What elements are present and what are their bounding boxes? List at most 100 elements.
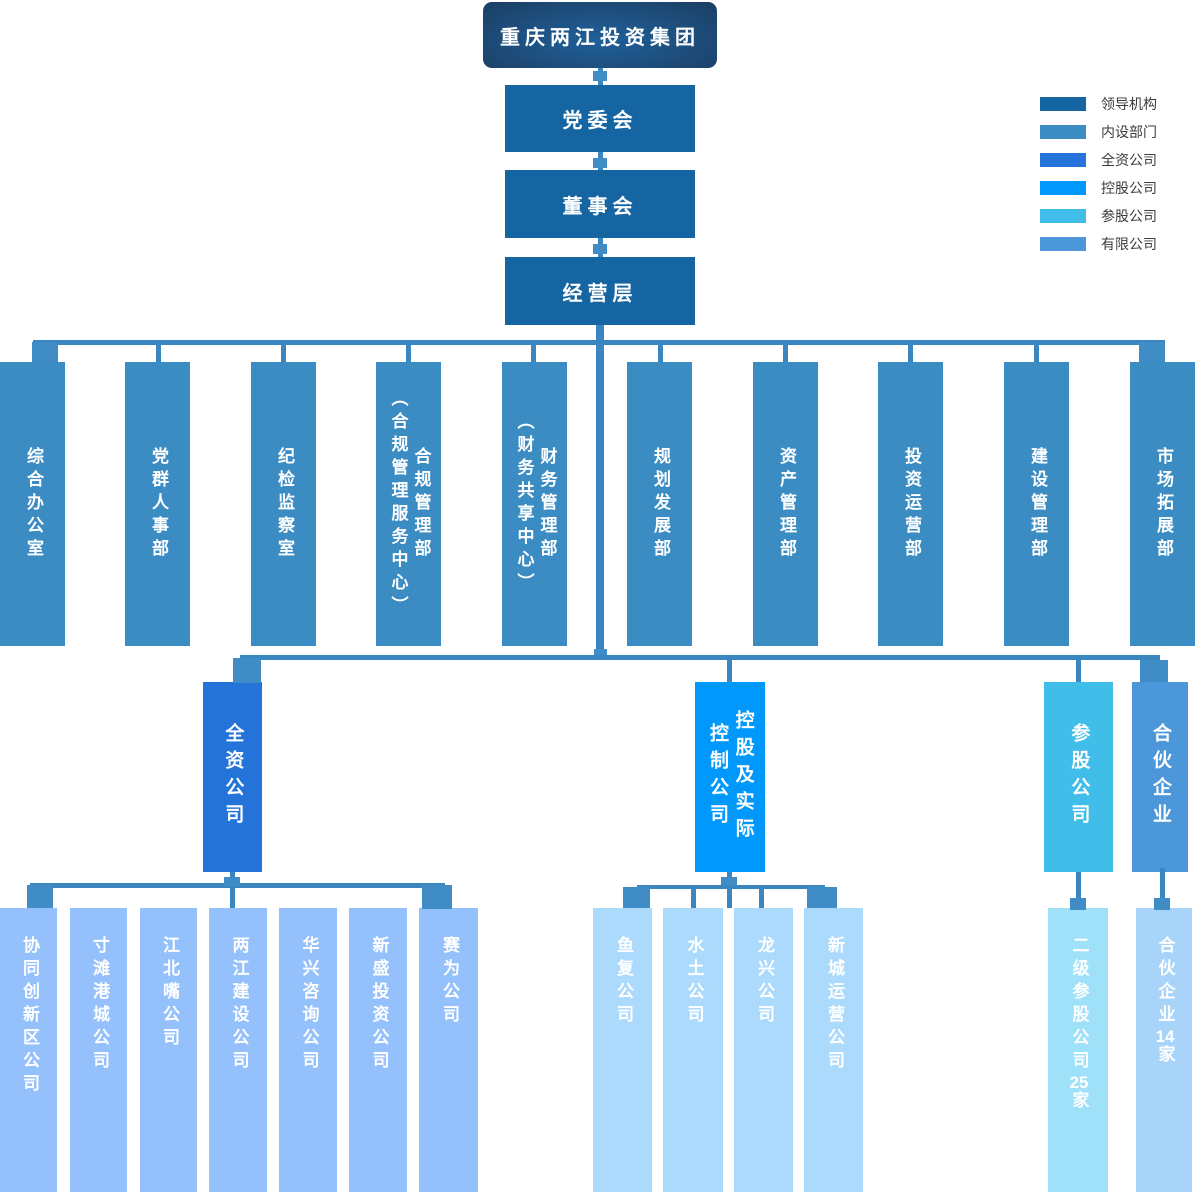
legend-label: 全资公司 [1101, 152, 1157, 168]
org-node-party-committee: 党委会 [505, 85, 695, 152]
connector-line [727, 872, 732, 880]
connector-line [727, 887, 732, 908]
connector-elbow [623, 887, 650, 908]
org-node-liangjiang-construction: 两江建设公司 [209, 908, 267, 1192]
legend-label: 有限公司 [1101, 236, 1157, 252]
connector-elbow [1139, 342, 1165, 362]
connector-line [230, 888, 235, 908]
org-node-holding: 控股及实际 控制公司 [695, 682, 765, 872]
org-node-label: 投资运营部 [901, 446, 921, 562]
connector-line [240, 655, 1160, 660]
org-node-label: 党委会 [562, 110, 638, 132]
connector-junction [224, 877, 240, 887]
org-node-root: 重庆两江投资集团 [483, 2, 717, 68]
legend-swatch [1040, 181, 1086, 195]
legend-label: 内设部门 [1101, 124, 1157, 140]
org-node-label: 参股公司 [1068, 723, 1090, 831]
connector-junction [593, 71, 607, 81]
connector-elbow [233, 658, 261, 683]
connector-elbow [422, 885, 452, 909]
org-node-label: 党群人事部 [148, 446, 168, 562]
org-node-cuntan: 寸滩港城公司 [70, 908, 127, 1192]
org-node-huaxing: 华兴咨询公司 [279, 908, 337, 1192]
org-node-label: 水土公司 [684, 936, 704, 1028]
legend-item: 有限公司 [1040, 230, 1157, 258]
org-node-label: 资产管理部 [776, 446, 796, 562]
org-node-partnership-14: 合伙企业14家 [1136, 908, 1192, 1192]
org-node-label: 规划发展部 [650, 446, 670, 562]
connector-line [658, 345, 663, 362]
org-node-investment-ops: 投资运营部 [878, 362, 943, 646]
org-node-label: 合伙企业 [1149, 723, 1171, 831]
org-node-label: 董事会 [562, 195, 638, 218]
org-node-label: 财务管理部 （财务共享中心） [514, 412, 557, 596]
connector-elbow [1140, 660, 1168, 682]
org-node-construction: 建设管理部 [1004, 362, 1069, 646]
connector-junction [594, 649, 607, 657]
org-node-longxing: 龙兴公司 [734, 908, 793, 1192]
connector-junction [593, 158, 607, 168]
org-node-label: 协同创新区公司 [19, 936, 39, 1097]
org-node-root-label: 重庆两江投资集团 [500, 26, 700, 49]
legend-item: 全资公司 [1040, 146, 1157, 174]
legend-swatch [1040, 125, 1086, 139]
org-node-management: 经营层 [505, 257, 695, 325]
connector-line [1160, 868, 1165, 910]
org-node-shuitu: 水土公司 [663, 908, 723, 1192]
org-node-compliance: 合规管理部 （合规管理服务中心） [376, 362, 441, 646]
org-node-label: 江北嘴公司 [159, 936, 179, 1051]
org-node-jiangbeizui: 江北嘴公司 [140, 908, 197, 1192]
legend-item: 领导机构 [1040, 90, 1157, 118]
connector-line [727, 660, 732, 682]
connector-line [156, 345, 161, 362]
org-node-label: 合规管理部 （合规管理服务中心） [388, 389, 431, 619]
org-node-secondary-equity: 二级参股公司25家 [1048, 908, 1108, 1192]
org-node-equity: 参股公司 [1044, 682, 1113, 872]
connector-junction [1154, 898, 1170, 910]
org-node-label: 控股及实际 控制公司 [707, 709, 754, 845]
org-node-xietong: 协同创新区公司 [0, 908, 57, 1192]
connector-line [531, 345, 536, 362]
org-node-market: 市场拓展部 [1130, 362, 1195, 646]
org-node-label: 两江建设公司 [229, 936, 249, 1074]
org-node-label: 二级参股公司25家 [1069, 936, 1089, 1114]
connector-line [783, 345, 788, 362]
connector-elbow [807, 887, 837, 908]
org-node-label: 市场拓展部 [1153, 446, 1173, 562]
org-node-label: 鱼复公司 [613, 936, 633, 1028]
legend-item: 参股公司 [1040, 202, 1157, 230]
org-node-label: 建设管理部 [1027, 446, 1047, 562]
legend-swatch [1040, 97, 1086, 111]
org-node-saiwei: 赛为公司 [419, 908, 478, 1192]
legend-label: 参股公司 [1101, 208, 1157, 224]
connector-line [1076, 872, 1081, 910]
org-node-label: 寸滩港城公司 [89, 936, 109, 1074]
connector-line [1076, 660, 1081, 682]
connector-junction [1070, 898, 1086, 910]
org-node-label: 经营层 [562, 282, 638, 305]
org-node-label: 新盛投资公司 [369, 936, 389, 1074]
connector-line [33, 340, 1165, 345]
org-node-assets: 资产管理部 [753, 362, 818, 646]
connector-line [281, 345, 286, 362]
org-node-label: 新城运营公司 [824, 936, 844, 1074]
org-node-party-hr: 党群人事部 [125, 362, 190, 646]
connector-line [691, 889, 696, 908]
org-node-planning: 规划发展部 [627, 362, 692, 646]
org-node-label: 纪检监察室 [274, 446, 294, 562]
connector-line [759, 889, 764, 908]
legend-label: 领导机构 [1101, 96, 1157, 112]
connector-junction [721, 877, 737, 887]
connector-trunk [596, 325, 604, 660]
org-node-finance: 财务管理部 （财务共享中心） [502, 362, 567, 646]
org-node-board: 董事会 [505, 170, 695, 238]
legend-label: 控股公司 [1101, 180, 1157, 196]
org-node-label: 龙兴公司 [754, 936, 774, 1028]
legend: 领导机构 内设部门 全资公司 控股公司 参股公司 有限公司 [1040, 90, 1157, 258]
org-node-xincheng: 新城运营公司 [804, 908, 863, 1192]
org-node-yufu: 鱼复公司 [593, 908, 652, 1192]
org-node-discipline: 纪检监察室 [251, 362, 316, 646]
connector-junction [593, 244, 607, 254]
connector-elbow [27, 885, 53, 908]
